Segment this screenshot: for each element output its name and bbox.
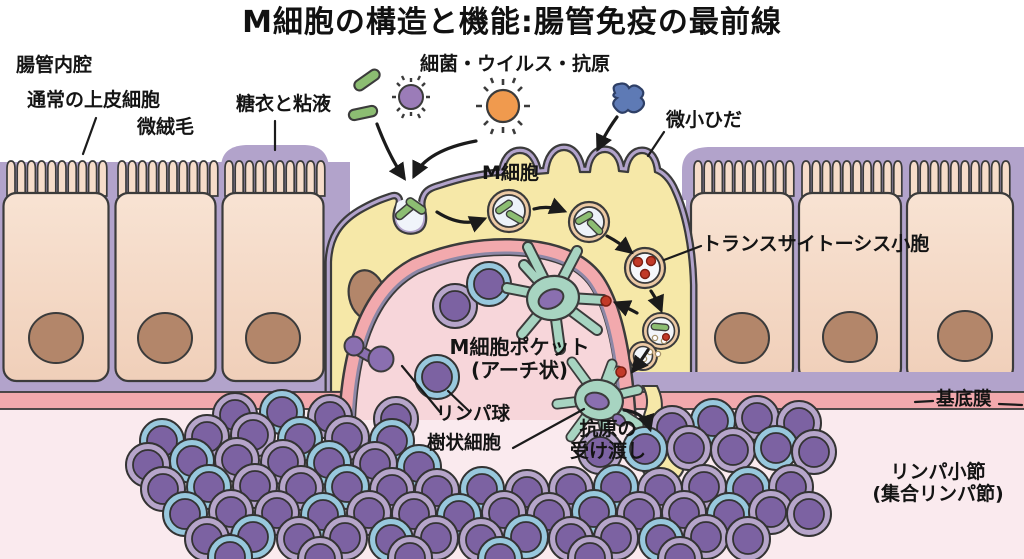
label-antigen-handover-line1: 抗原の	[579, 418, 637, 440]
antigen-particles	[600, 295, 627, 378]
transcytosis-vesicles	[486, 188, 667, 290]
label-basement-membrane: 基底膜	[936, 389, 992, 410]
label-m-cell-pocket: M細胞ポケット (アーチ状)	[447, 336, 592, 382]
virus-orange	[476, 77, 530, 135]
process-arrows	[375, 115, 664, 433]
epithelial-cells-right	[689, 161, 1015, 383]
leader-lines	[81, 116, 1024, 450]
cell-nucleus	[28, 312, 84, 364]
antigen-blob	[612, 82, 646, 114]
cell-nucleus	[137, 312, 193, 364]
label-lymph-nodule-line1: リンパ小節	[890, 461, 986, 483]
label-glycocalyx-mucus: 糖衣と粘液	[236, 93, 332, 115]
cell-nucleus	[714, 312, 770, 364]
dendritic-cell-2	[551, 356, 647, 449]
label-m-cell-pocket-line1: M細胞ポケット	[449, 335, 590, 359]
lumen-pathogens	[346, 66, 646, 135]
label-transcytosis-vesicle: トランスサイトーシス小胞	[702, 233, 930, 255]
label-bacteria-virus-antigen: 細菌・ウイルス・抗原	[420, 53, 611, 75]
label-microfolds: 微小ひだ	[666, 109, 743, 131]
epithelial-cells-left	[2, 161, 325, 383]
cell-nucleus	[822, 311, 878, 363]
label-lymph-nodule: リンパ小節 (集合リンパ節)	[853, 461, 1023, 506]
bacterium-rod	[351, 66, 383, 94]
page-title: M細胞の構造と機能:腸管免疫の最前線	[242, 5, 782, 40]
virus-purple	[392, 75, 430, 119]
label-normal-epithelial-cell: 通常の上皮細胞	[27, 89, 161, 111]
label-lymph-nodule-line2: (集合リンパ節)	[872, 482, 1004, 505]
label-m-cell-pocket-line2: (アーチ状)	[470, 358, 569, 382]
label-intestinal-lumen: 腸管内腔	[16, 54, 93, 76]
label-m-cell: M細胞	[482, 162, 539, 184]
bacterium-rod	[346, 103, 380, 123]
transmigrating-lymphocyte	[343, 335, 395, 373]
cell-nucleus	[937, 310, 993, 362]
label-microvilli: 微絨毛	[137, 116, 195, 138]
dendritic-cell-1	[501, 241, 609, 355]
label-antigen-handover-line2: 受け渡し	[569, 439, 646, 462]
pocket-lymphocytes	[343, 261, 512, 442]
label-lymphocyte: リンパ球	[436, 404, 511, 425]
label-dendritic-cell: 樹状細胞	[427, 433, 502, 454]
label-antigen-handover: 抗原の 受け渡し	[558, 418, 658, 463]
cell-nucleus	[245, 312, 301, 364]
